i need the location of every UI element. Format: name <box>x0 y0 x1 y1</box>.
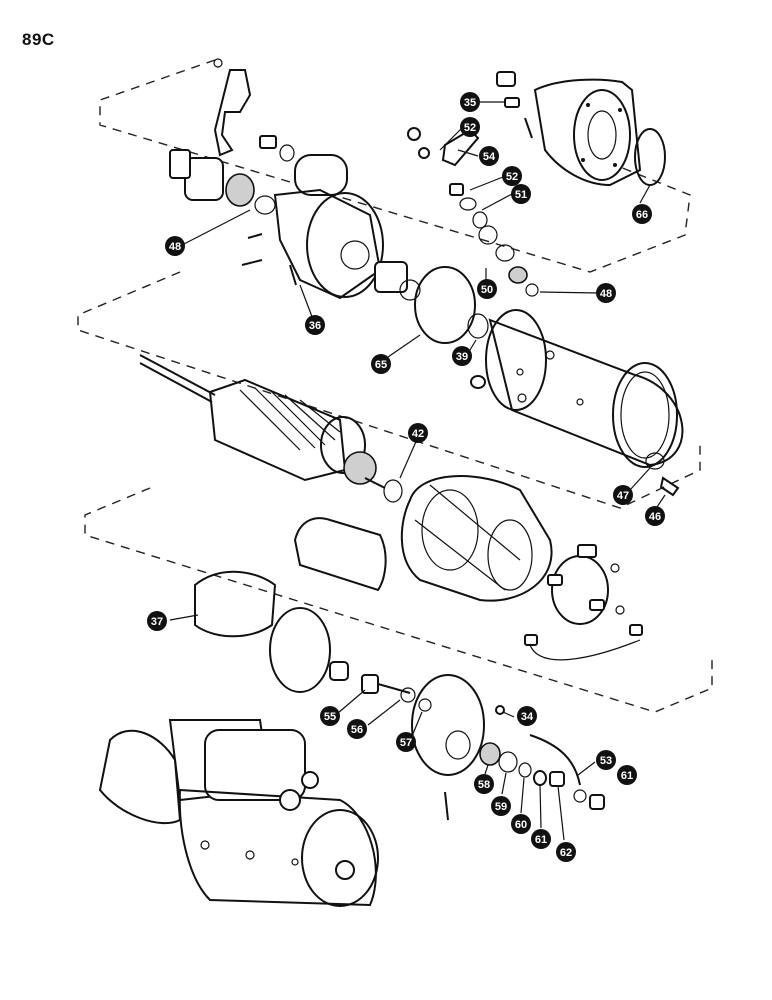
nut <box>589 794 605 810</box>
callout-37: 37 <box>147 611 167 631</box>
svg-text:37: 37 <box>151 616 163 628</box>
callout-61-a: 61 <box>617 765 637 785</box>
armature <box>139 354 386 489</box>
svg-text:53: 53 <box>600 755 612 767</box>
dashed-group-top <box>99 59 691 273</box>
washer-60 <box>518 762 532 778</box>
callout-35: 35 <box>460 92 480 112</box>
svg-text:57: 57 <box>400 737 412 749</box>
callout-61-b: 61 <box>531 829 551 849</box>
callout-54: 54 <box>479 146 499 166</box>
svg-text:62: 62 <box>560 847 572 859</box>
washer-57 <box>418 698 432 712</box>
leaders <box>169 101 666 841</box>
callout-36: 36 <box>305 315 325 335</box>
callout-51: 51 <box>511 184 531 204</box>
brush-holder <box>524 544 643 661</box>
callout-53: 53 <box>596 750 616 770</box>
svg-text:52: 52 <box>464 122 476 134</box>
gasket <box>269 607 331 693</box>
svg-text:51: 51 <box>515 189 527 201</box>
washer-47 <box>645 452 665 470</box>
svg-text:66: 66 <box>636 209 648 221</box>
lead-53 <box>529 734 581 786</box>
svg-text:48: 48 <box>600 288 612 300</box>
callout-62: 62 <box>556 842 576 862</box>
washer-39 <box>467 313 489 339</box>
washer-42 <box>383 479 403 503</box>
callout-65: 65 <box>371 354 391 374</box>
dashed-group-bottom <box>84 487 713 713</box>
seal-58 <box>479 742 501 766</box>
svg-text:56: 56 <box>351 724 363 736</box>
callout-50: 50 <box>477 279 497 299</box>
pole-shoe <box>293 517 387 592</box>
pinion-drive <box>169 149 276 215</box>
callout-58: 58 <box>474 774 494 794</box>
callout-48-b: 48 <box>596 283 616 303</box>
svg-text:48: 48 <box>169 241 181 253</box>
svg-text:55: 55 <box>324 711 336 723</box>
svg-text:59: 59 <box>495 801 507 813</box>
callout-34: 34 <box>517 706 537 726</box>
svg-text:46: 46 <box>649 511 661 523</box>
callout-39: 39 <box>452 346 472 366</box>
svg-text:54: 54 <box>483 151 496 163</box>
bearing-37 <box>194 570 277 638</box>
bolt-55 <box>361 674 411 694</box>
callout-66: 66 <box>632 204 652 224</box>
svg-text:61: 61 <box>621 770 633 782</box>
linkage-hardware <box>407 97 539 297</box>
nut-61 <box>533 770 547 786</box>
svg-text:35: 35 <box>464 97 476 109</box>
field-coils <box>400 475 553 602</box>
svg-text:60: 60 <box>515 819 527 831</box>
callout-46: 46 <box>645 506 665 526</box>
screw-34 <box>495 705 505 715</box>
svg-text:36: 36 <box>309 320 321 332</box>
commutator-end-frame <box>411 674 485 821</box>
o-ring-65 <box>414 266 476 344</box>
callout-48-a: 48 <box>165 236 185 256</box>
dashed-group-middle <box>77 271 701 509</box>
callout-56: 56 <box>347 719 367 739</box>
callout-60: 60 <box>511 814 531 834</box>
field-frame <box>470 309 684 468</box>
bushing <box>329 661 349 681</box>
callout-52-b: 52 <box>502 166 522 186</box>
svg-text:42: 42 <box>412 428 424 440</box>
callout-57: 57 <box>396 732 416 752</box>
callout-55: 55 <box>320 706 340 726</box>
callout-59: 59 <box>491 796 511 816</box>
nut-62 <box>549 771 565 787</box>
svg-text:58: 58 <box>478 779 490 791</box>
terminal-46 <box>659 476 680 497</box>
washer <box>573 789 587 803</box>
shift-lever <box>213 58 295 162</box>
callout-42: 42 <box>408 423 428 443</box>
svg-text:39: 39 <box>456 351 468 363</box>
svg-text:52: 52 <box>506 171 518 183</box>
drive-housing <box>496 71 642 187</box>
solenoid-housing <box>241 154 421 301</box>
callout-47: 47 <box>613 485 633 505</box>
assembled-starter <box>98 719 379 907</box>
washer-59 <box>498 751 518 773</box>
svg-text:61: 61 <box>535 834 547 846</box>
callout-52-a: 52 <box>460 117 480 137</box>
svg-text:65: 65 <box>375 359 387 371</box>
page-number: 89C <box>22 30 55 49</box>
svg-text:50: 50 <box>481 284 493 296</box>
svg-text:47: 47 <box>617 490 629 502</box>
washer-56 <box>400 687 416 703</box>
svg-text:34: 34 <box>521 711 534 723</box>
